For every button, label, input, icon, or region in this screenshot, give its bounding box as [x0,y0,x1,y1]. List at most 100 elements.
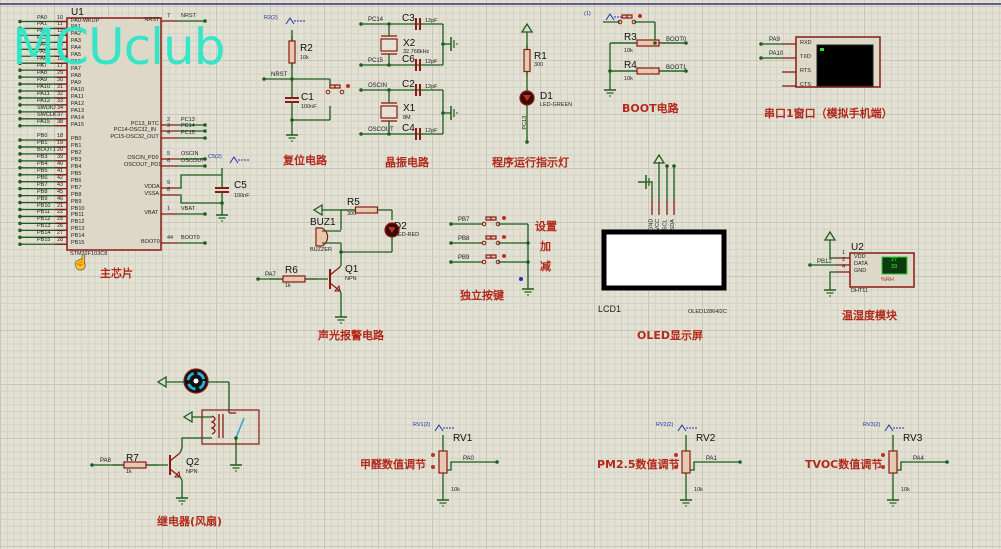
mcu-pin-number: 43 [57,181,64,188]
mcu-pin-number: 34 [57,104,64,111]
mcu-pin-number: 15 [57,49,64,56]
dht11-display[interactable] [881,256,908,275]
probe-icon[interactable] [677,424,687,432]
probe-icon[interactable] [285,17,295,25]
pin-terminal [18,33,22,38]
fan-motor-icon [193,378,199,384]
voltage-probe-label[interactable]: (1) [584,11,591,17]
wire[interactable] [179,476,183,481]
probe-icon[interactable] [229,156,239,164]
mcu-pin-number: 28 [57,237,64,244]
mcu-net-label: PA1 [37,21,47,28]
resistor-icon[interactable] [523,48,531,73]
pot-caption: 甲醛数值调节 [360,458,426,471]
pin-terminal [18,221,22,226]
pin-terminal [18,82,22,86]
mcu-pin-number: 6 [167,158,171,164]
mcu-pin-name: NRST [144,17,160,23]
probe-icon[interactable] [884,424,894,432]
mcu-pin-number: 11 [57,21,63,28]
pot-adjust-up[interactable] [674,453,678,457]
pin-terminal [525,140,529,144]
terminal-screen[interactable] [816,44,874,87]
wire[interactable] [447,461,497,471]
voltage-probe-label[interactable]: R2(2) [264,15,278,21]
resistor-icon[interactable] [288,40,296,64]
q2-ref: Q2 [186,457,200,468]
mcu-pin-number: 29 [57,70,64,77]
wire[interactable] [178,194,222,204]
wire[interactable] [178,174,222,189]
pin-terminal [203,157,207,161]
potentiometer-icon[interactable] [681,450,691,474]
pin-terminal [359,63,363,67]
pot-adjust-down[interactable] [881,465,885,469]
power-terminal-icon [182,410,193,424]
probe-marker[interactable] [519,277,523,281]
resistor-icon[interactable] [636,67,660,75]
mcu-pin-name: PA9 [71,80,81,87]
wire[interactable] [339,290,342,294]
key-net-label: PB9 [458,255,470,261]
pot-value: 10k [451,487,460,493]
resistor-icon[interactable] [123,461,147,469]
mcu-body[interactable] [66,17,162,251]
resistor-icon[interactable] [636,39,660,47]
mcu-pin-name: PA1 [71,24,81,31]
voltage-probe-label[interactable]: C5(2) [208,154,222,160]
voltage-probe-label[interactable]: RV3(2) [863,422,881,428]
q2-transistor[interactable] [169,452,181,462]
oled-screen[interactable] [601,229,727,291]
pin-terminal [18,235,22,240]
wire[interactable] [829,271,836,285]
wire[interactable] [638,181,653,200]
wire[interactable] [829,240,836,259]
mcu-pin-number: 14 [57,42,64,49]
resistor-icon[interactable] [282,275,306,283]
mcu-pin-name: PA3 [71,38,81,45]
button-indicator [502,216,506,220]
mcu-pin-name: PA4 [71,45,81,52]
wire[interactable] [179,447,183,454]
pin-terminal [759,56,763,60]
crystal-icon[interactable] [380,105,398,119]
r4-value: 10k [624,76,633,82]
wire[interactable] [690,461,740,471]
potentiometer-icon[interactable] [888,450,898,474]
q1-transistor[interactable] [329,266,341,276]
mcu-pin-name: PB7 [71,184,82,191]
buzzer-icon[interactable] [315,227,329,247]
pin-terminal [359,132,363,136]
pot-adjust-down[interactable] [431,465,435,469]
pin-terminal [18,110,22,114]
probe-icon[interactable] [434,424,444,432]
pot-adjust-up[interactable] [431,453,435,457]
q1-transistor[interactable] [329,282,341,292]
pin-terminal [759,42,763,46]
voltage-probe-label[interactable]: RV2(2) [656,422,674,428]
resistor-icon[interactable] [354,206,379,214]
dht-pin-number: 4 [842,264,846,270]
pin-terminal [18,89,22,93]
pot-adjust-down[interactable] [674,465,678,469]
terminal-cursor [820,48,824,51]
wire[interactable] [339,264,342,268]
voltage-probe-label[interactable]: RV1(2) [413,422,431,428]
crystal-cap-value: 12pF [425,128,438,134]
probe-icon[interactable] [605,13,615,21]
wire[interactable] [181,437,212,448]
pin-terminal [18,207,22,212]
mcu-pin-name: PB1 [71,142,82,149]
crystal-icon[interactable] [380,38,398,52]
relay-body[interactable] [201,409,260,445]
mcu-pin-number: 1 [167,206,171,212]
potentiometer-icon[interactable] [438,450,448,474]
mcu-pin-name: PB14 [71,233,85,240]
wire[interactable] [897,461,947,471]
junction-dot [387,132,391,136]
pot-adjust-up[interactable] [881,453,885,457]
mcu-net-label: VBAT [181,206,195,212]
q2-transistor[interactable] [169,468,181,478]
